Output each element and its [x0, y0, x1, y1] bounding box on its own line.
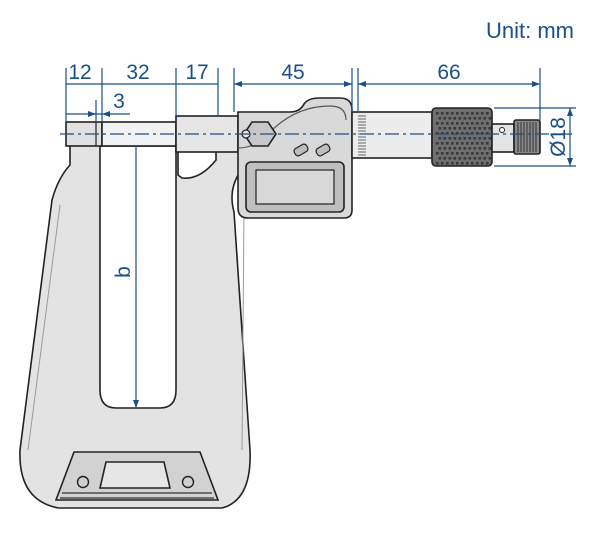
dim-thimble-label: 66 — [437, 61, 460, 84]
knurl-pattern — [436, 112, 492, 165]
unit-label: Unit: mm — [486, 18, 574, 43]
dim-throat-depth-label: b — [112, 266, 135, 278]
pad-screw-left-icon — [76, 475, 90, 489]
lcd-screen — [255, 169, 335, 205]
thimble-graduations — [358, 115, 366, 156]
dim-anvil-face-label: 12 — [68, 61, 91, 84]
u-frame — [19, 137, 251, 509]
dimension-lines — [65, 68, 576, 408]
sleeve — [175, 115, 239, 153]
thimble-barrel — [351, 111, 433, 159]
frame-throat — [99, 145, 177, 409]
dim-spindle-gap-label: 3 — [113, 90, 125, 113]
dim-display-body-label: 45 — [281, 61, 304, 84]
display-button-right-icon — [315, 143, 331, 157]
digital-display-body — [237, 97, 353, 219]
dim-diameter-label: Ø18 — [547, 117, 570, 157]
frame-inner-edge — [27, 204, 245, 451]
dim-spindle-label: 32 — [126, 61, 149, 84]
display-button-left-icon — [293, 143, 309, 157]
thimble — [351, 107, 541, 167]
dim-sleeve-label: 17 — [185, 61, 208, 84]
pad-screw-right-icon — [181, 475, 195, 489]
insulator-pad-inner — [98, 461, 172, 489]
